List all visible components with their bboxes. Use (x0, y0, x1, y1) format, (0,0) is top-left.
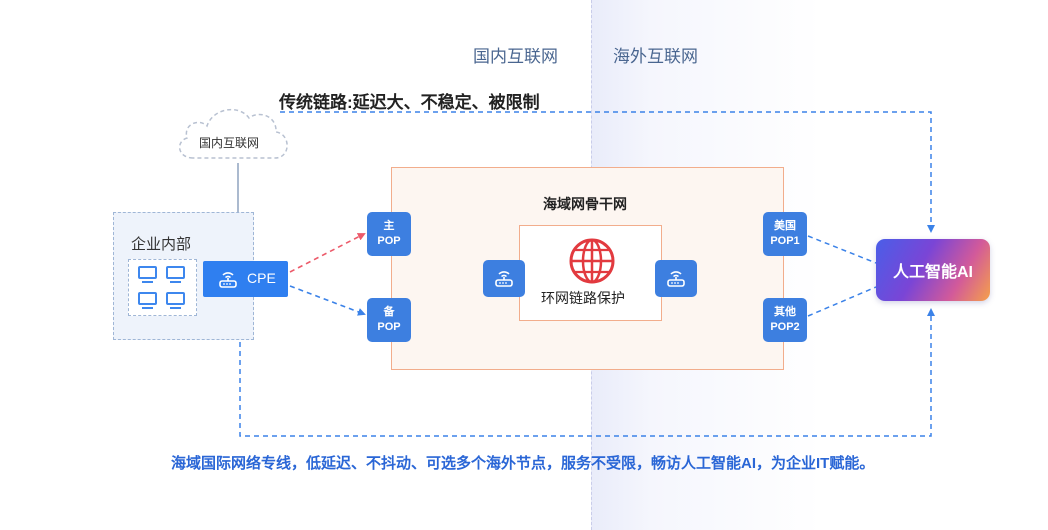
dedicated-line-description: 海域国际网络专线，低延迟、不抖动、可选多个海外节点，服务不受限，畅访人工智能AI… (171, 455, 875, 472)
other-pop-line2: POP2 (770, 321, 800, 333)
computer-icon (166, 266, 185, 283)
cpe-label: CPE (247, 270, 276, 286)
ai-label: 人工智能AI (892, 264, 973, 281)
other-pop-ai-line (807, 286, 877, 317)
enterprise-title: 企业内部 (131, 236, 192, 253)
ring-protection-label: 环网链路保护 (541, 290, 625, 306)
main-pop-line1: 主 (383, 220, 395, 232)
traditional-link-line (280, 111, 935, 233)
other-pop-line1: 其他 (774, 306, 796, 318)
globe-icon (569, 238, 615, 284)
main-pop-line2: POP (377, 235, 401, 247)
overseas-region-label: 海外互联网 (613, 47, 698, 66)
ai-node: 人工智能AI (876, 239, 990, 301)
backbone-router-right (655, 260, 697, 297)
router-icon (495, 271, 513, 287)
router-icon (667, 271, 685, 287)
us-pop-line1: 美国 (774, 220, 796, 232)
cpe-main-pop-line (289, 233, 366, 273)
backup-pop-line1: 备 (383, 306, 395, 318)
backup-pop: 备 POP (367, 298, 411, 342)
main-pop: 主 POP (367, 212, 411, 256)
backup-pop-line2: POP (377, 321, 401, 333)
router-icon (219, 272, 237, 288)
us-pop: 美国 POP1 (763, 212, 807, 256)
computer-icon (138, 292, 157, 309)
computer-icon (166, 292, 185, 309)
cpe-backup-pop-line (289, 285, 366, 316)
cloud-icon (178, 108, 288, 159)
dedicated-line-loop (239, 297, 935, 437)
cloud-label: 国内互联网 (199, 136, 260, 150)
domestic-region-label: 国内互联网 (473, 47, 558, 66)
backbone-title: 海域网骨干网 (543, 196, 627, 212)
us-pop-ai-line (807, 235, 877, 264)
computer-icon (138, 266, 157, 283)
traditional-link-headline: 传统链路:延迟大、不稳定、被限制 (279, 93, 540, 112)
backbone-router-left (483, 260, 525, 297)
cpe-device: CPE (203, 261, 288, 297)
other-pop: 其他 POP2 (763, 298, 807, 342)
us-pop-line2: POP1 (770, 235, 800, 247)
